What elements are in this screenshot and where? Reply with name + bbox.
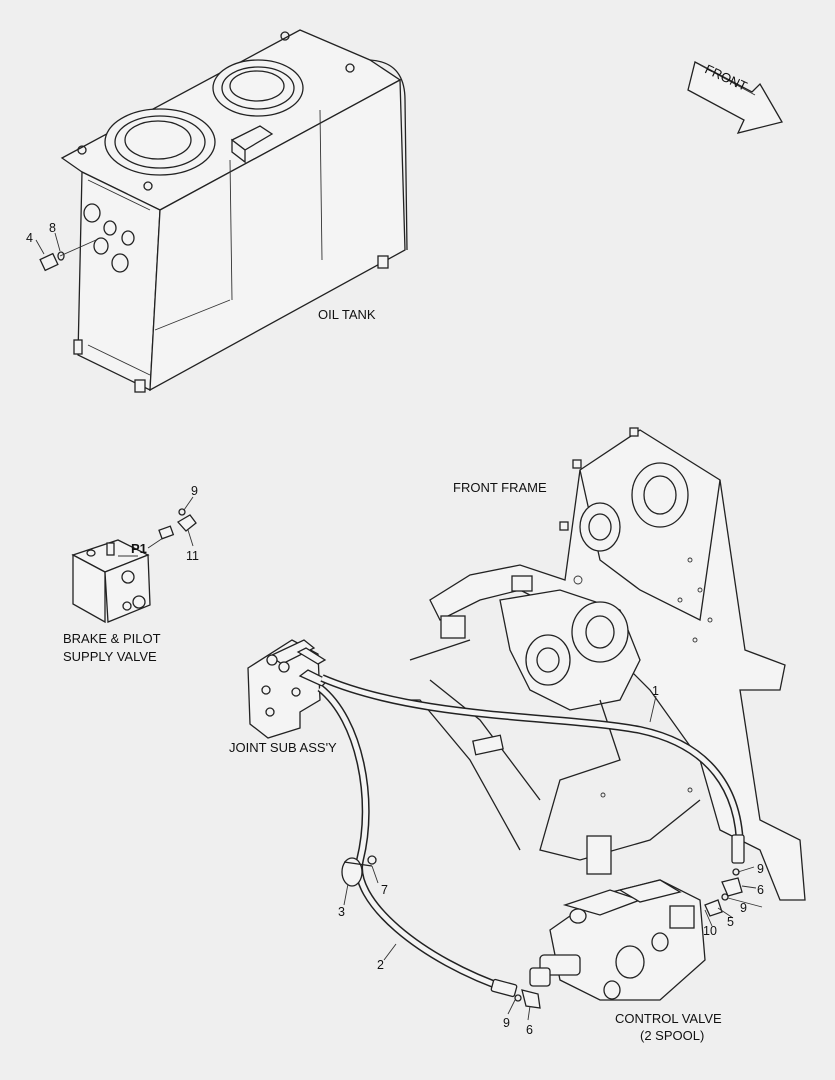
callout-5: 5 bbox=[727, 915, 734, 929]
callout-2: 2 bbox=[377, 958, 384, 972]
oring-part-9 bbox=[514, 994, 522, 1002]
joint-sub-assy bbox=[247, 639, 330, 739]
hose-1 bbox=[320, 674, 745, 864]
leader-lines bbox=[35, 232, 657, 1021]
label-port-p1: P1 bbox=[131, 541, 147, 556]
callout-9-right-b: 9 bbox=[740, 901, 747, 915]
callout-9-bottom: 9 bbox=[503, 1016, 510, 1030]
label-front-frame: FRONT FRAME bbox=[453, 480, 547, 495]
callout-1: 1 bbox=[652, 684, 659, 698]
hose-2 bbox=[317, 684, 541, 1009]
callout-4: 4 bbox=[26, 231, 33, 245]
label-control-valve-2: (2 SPOOL) bbox=[640, 1028, 704, 1043]
callout-7: 7 bbox=[381, 883, 388, 897]
brake-pilot-supply-valve bbox=[71, 496, 197, 624]
callout-10: 10 bbox=[703, 924, 717, 938]
callout-9-right-a: 9 bbox=[757, 862, 764, 876]
callout-6-right: 6 bbox=[757, 883, 764, 897]
hose-clamp-part-3 bbox=[341, 855, 377, 887]
callout-11: 11 bbox=[186, 549, 199, 563]
callout-9-top: 9 bbox=[191, 484, 198, 498]
tank-filler-ring-left bbox=[104, 108, 216, 176]
callout-6-bottom: 6 bbox=[526, 1023, 533, 1037]
label-oil-tank: OIL TANK bbox=[318, 307, 376, 322]
front-frame bbox=[380, 427, 806, 901]
label-joint-sub-assy: JOINT SUB ASS'Y bbox=[229, 740, 337, 755]
label-brake-pilot-2: SUPPLY VALVE bbox=[63, 649, 157, 664]
front-direction-arrow: FRONT bbox=[687, 61, 783, 134]
label-brake-pilot-1: BRAKE & PILOT bbox=[63, 631, 161, 646]
tank-filler-ring-right bbox=[212, 59, 304, 117]
callout-3: 3 bbox=[338, 905, 345, 919]
tank-ports bbox=[83, 203, 135, 273]
label-control-valve-1: CONTROL VALVE bbox=[615, 1011, 722, 1026]
plug-part-4 bbox=[39, 239, 97, 272]
control-valve bbox=[529, 866, 763, 1001]
callout-8: 8 bbox=[49, 221, 56, 235]
oil-tank bbox=[60, 29, 408, 393]
